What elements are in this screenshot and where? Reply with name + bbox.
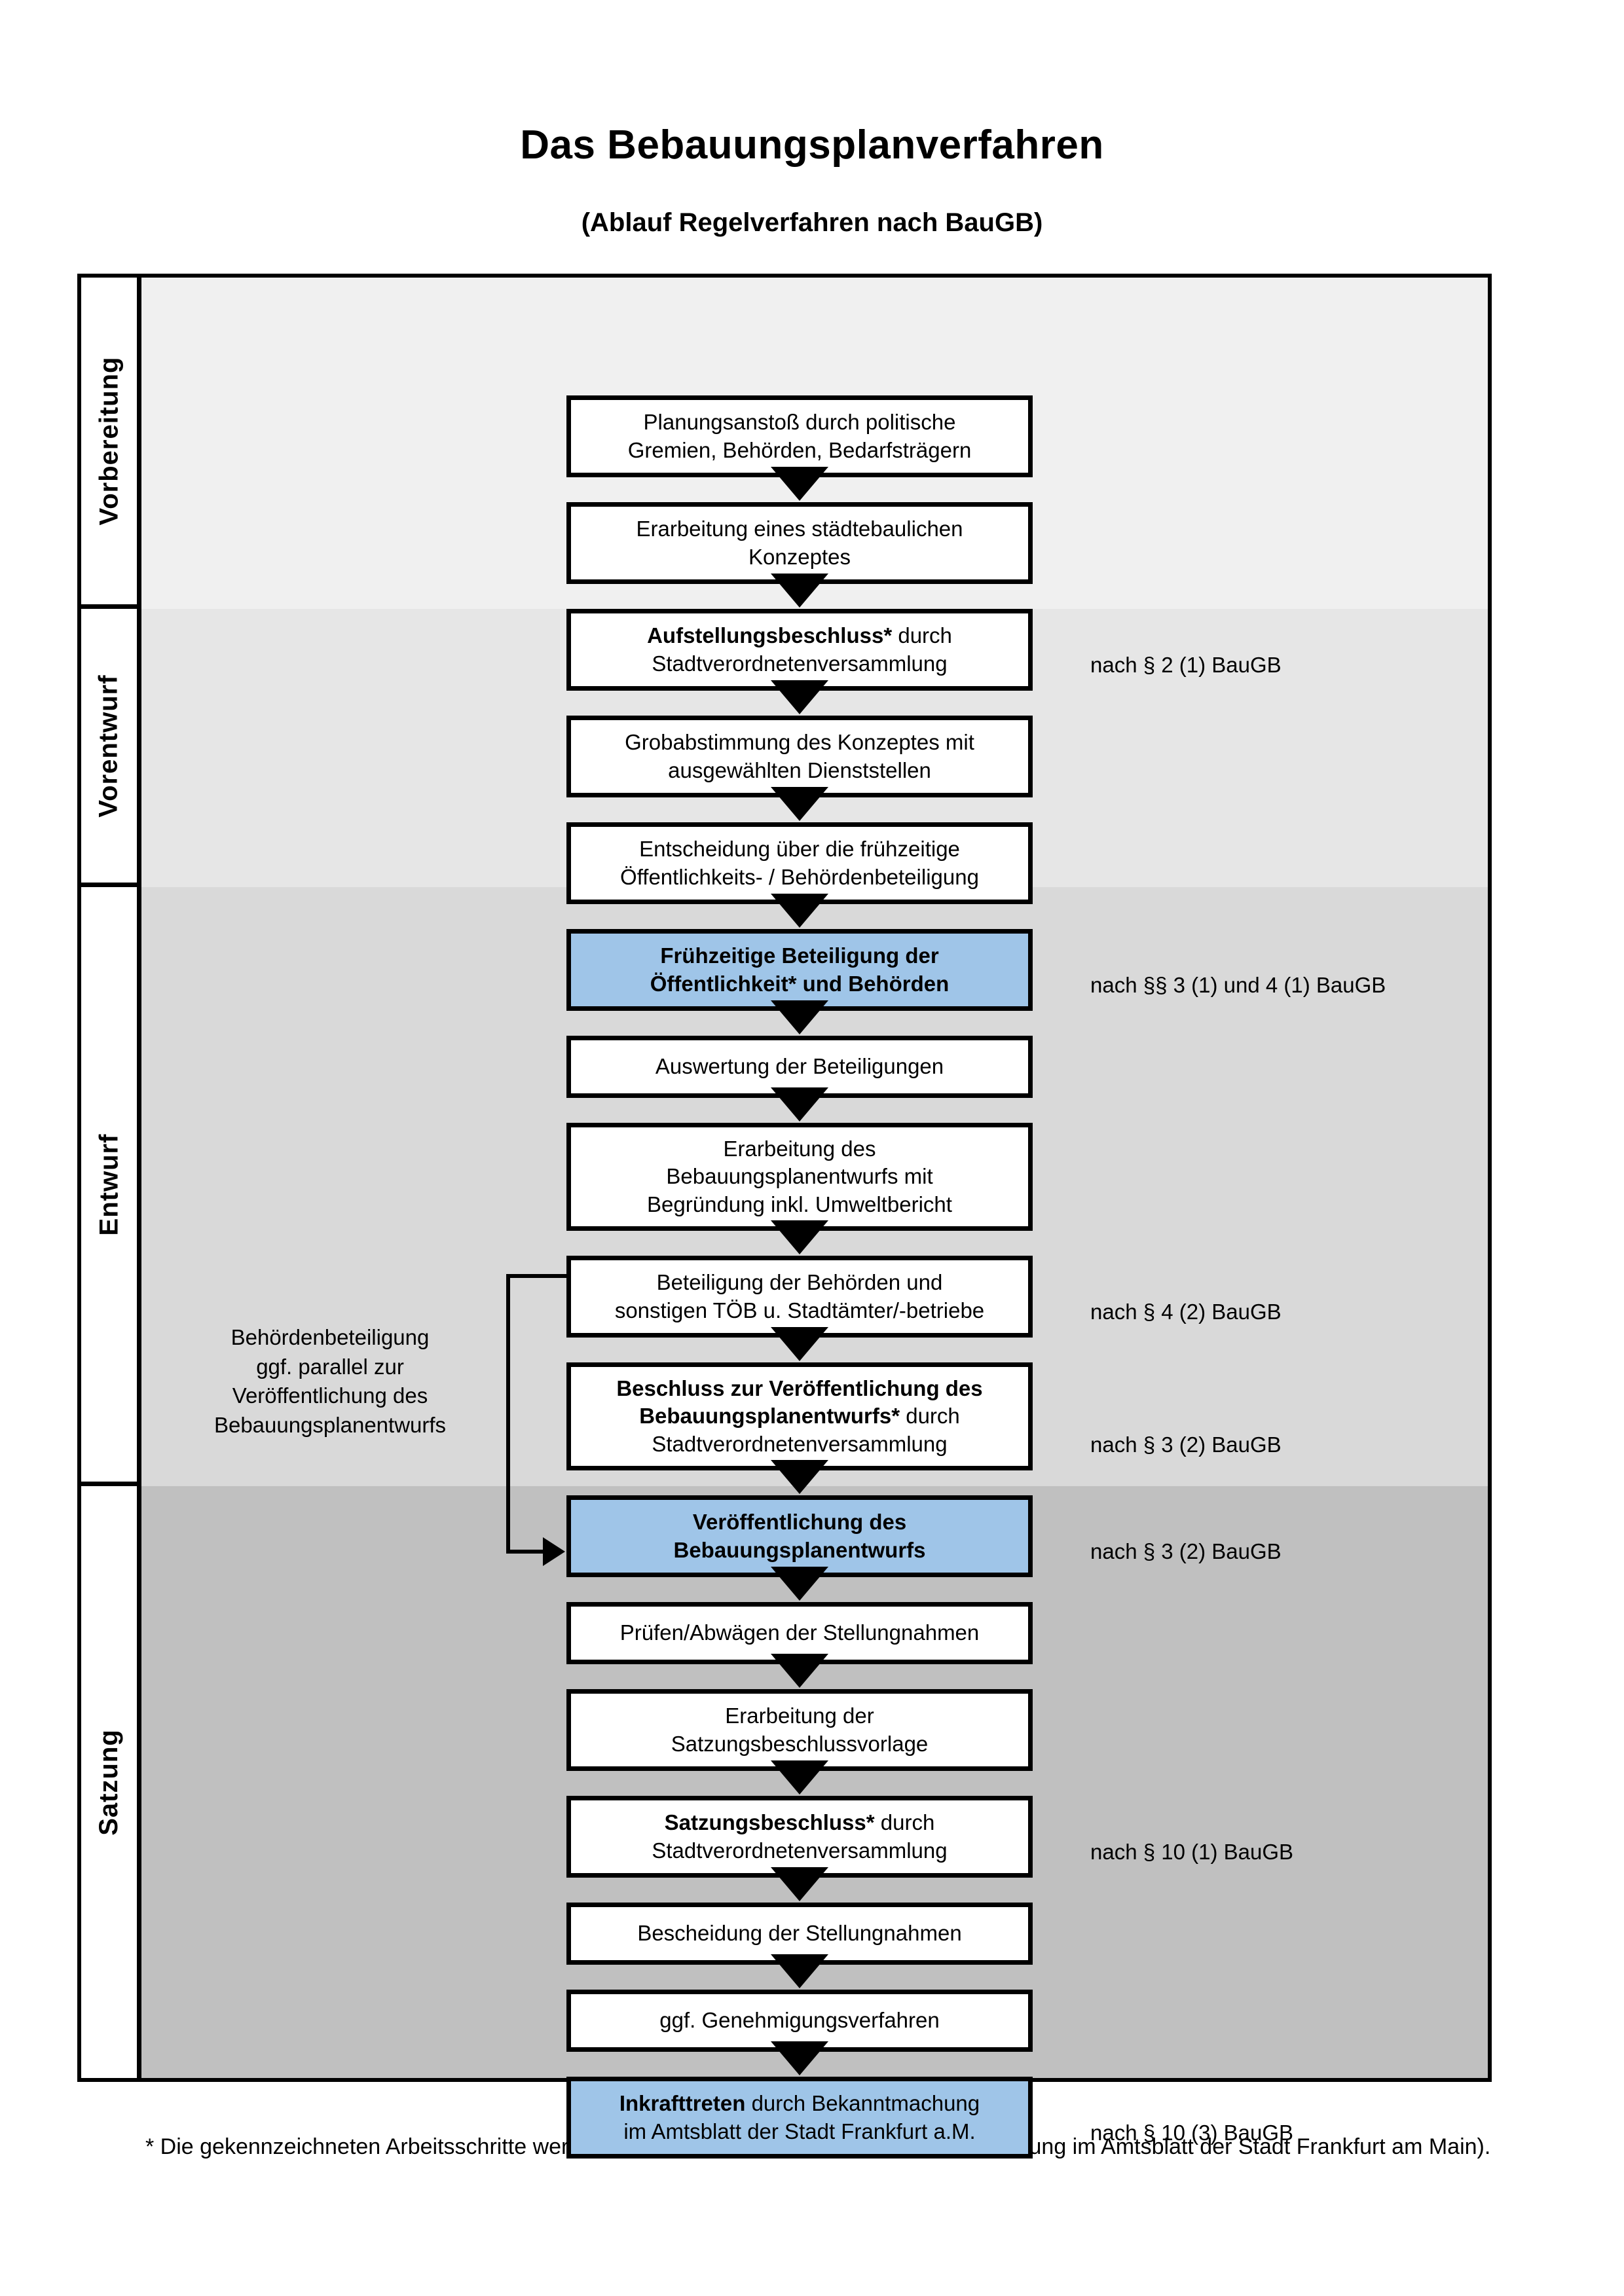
flow-arrow-veroeffentlichung-to-pruefen-abwaegen	[771, 1567, 828, 1601]
flow-arrow-pruefen-abwaegen-to-satzungsvorlage	[771, 1654, 828, 1688]
law-inkrafttreten: nach § 10 (3) BauGB	[1090, 2121, 1294, 2145]
page-subtitle: (Ablauf Regelverfahren nach BauGB)	[581, 208, 1043, 237]
phase-label-text: Entwurf	[94, 1133, 123, 1235]
phase-label-text: Vorbereitung	[94, 356, 123, 526]
law-fruehzeitige: nach §§ 3 (1) und 4 (1) BauGB	[1090, 973, 1386, 997]
flow-arrow-grobabstimmung-to-entscheidung	[771, 787, 828, 821]
branch-vertical-segment	[506, 1274, 510, 1550]
process-box-label: Prüfen/Abwägen der Stellungnahmen	[619, 1620, 980, 1645]
flow-arrow-auswertung-to-erarbeitung-entwurf	[771, 1087, 828, 1121]
flow-arrow-bescheidung-to-genehmigungsverfahren	[771, 1954, 828, 1988]
flow-arrow-konzept-to-aufstellungsbeschluss	[771, 574, 828, 608]
phase-label-satzung: Satzung	[81, 1486, 137, 2078]
law-aufstellungsbeschluss: nach § 2 (1) BauGB	[1090, 653, 1282, 677]
process-box-label: Auswertung der Beteiligungen	[655, 1054, 944, 1079]
flow-arrow-genehmigungsverfahren-to-inkrafttreten	[771, 2041, 828, 2075]
flow-arrow-aufstellungsbeschluss-to-grobabstimmung	[771, 680, 828, 714]
process-box-label: Bescheidung der Stellungnahmen	[637, 1921, 962, 1946]
branch-arrowhead-icon	[543, 1537, 565, 1566]
law-beschluss: nach § 3 (2) BauGB	[1090, 1432, 1282, 1457]
phase-label-vorentwurf: Vorentwurf	[81, 609, 137, 887]
flow-arrow-satzungsvorlage-to-satzungsbeschluss	[771, 1760, 828, 1795]
phase-label-vorbereitung: Vorbereitung	[81, 278, 137, 609]
branch-top-segment	[506, 1274, 566, 1278]
flow-arrow-satzungsbeschluss-to-bescheidung	[771, 1867, 828, 1901]
flow-arrow-entscheidung-to-fruehzeitige-beteiligung	[771, 894, 828, 928]
flow-arrow-planungsanstoss-to-konzept	[771, 467, 828, 501]
page-title: Das Bebauungsplanverfahren	[520, 122, 1104, 168]
phase-label-text: Vorentwurf	[94, 674, 123, 818]
flow-arrow-fruehzeitige-beteiligung-to-auswertung	[771, 1000, 828, 1034]
flow-arrow-beschluss-veroeffentlichung-to-veroeffentlichung	[771, 1460, 828, 1494]
law-satzungsbeschluss: nach § 10 (1) BauGB	[1090, 1840, 1294, 1864]
phase-label-entwurf: Entwurf	[81, 887, 137, 1486]
law-veroeffentlichung: nach § 3 (2) BauGB	[1090, 1539, 1282, 1563]
phase-label-text: Satzung	[94, 1728, 124, 1836]
branch-bottom-segment	[506, 1550, 544, 1554]
law-behoerdenbeteiligung: nach § 4 (2) BauGB	[1090, 1300, 1282, 1324]
flow-arrow-erarbeitung-entwurf-to-behoerdenbeteiligung	[771, 1220, 828, 1254]
flow-arrow-behoerdenbeteiligung-to-beschluss-veroeffentlichung	[771, 1327, 828, 1361]
process-box-label: ggf. Genehmigungsverfahren	[659, 2008, 940, 2033]
